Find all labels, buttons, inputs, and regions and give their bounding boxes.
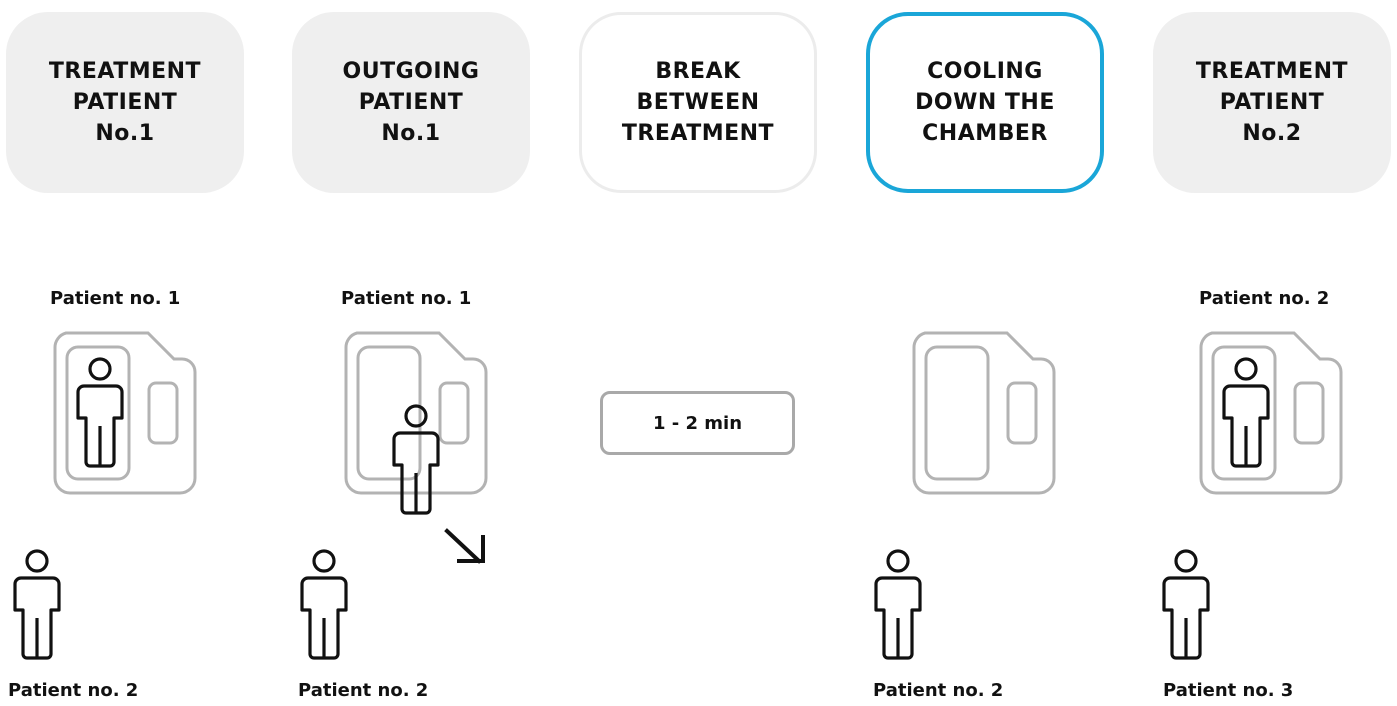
person-icon bbox=[76, 357, 124, 468]
cryo-chamber-icon bbox=[53, 331, 197, 495]
break-duration-box: 1 - 2 min bbox=[600, 391, 795, 455]
stage-treatment-patient-2: TREATMENT PATIENT No.2 bbox=[1153, 12, 1391, 193]
chamber-patient-label: Patient no. 2 bbox=[1199, 288, 1330, 309]
cryo-chamber-icon bbox=[1199, 331, 1343, 495]
stage-label: COOLING DOWN THE CHAMBER bbox=[915, 59, 1055, 146]
stage-treatment-patient-1: TREATMENT PATIENT No.1 bbox=[6, 12, 244, 193]
person-icon bbox=[13, 549, 61, 660]
stage-label: TREATMENT PATIENT No.2 bbox=[1195, 59, 1349, 146]
cryo-chamber-icon bbox=[912, 331, 1056, 495]
person-icon bbox=[874, 549, 922, 660]
person-icon bbox=[1222, 357, 1270, 468]
stage-outgoing-patient-1: OUTGOING PATIENT No.1 bbox=[292, 12, 530, 193]
waiting-patient-label: Patient no. 2 bbox=[873, 680, 1004, 701]
person-icon bbox=[392, 404, 440, 515]
break-duration-text: 1 - 2 min bbox=[652, 412, 743, 434]
chamber-patient-label: Patient no. 1 bbox=[341, 288, 472, 309]
stage-label: TREATMENT PATIENT No.1 bbox=[48, 59, 202, 146]
chamber-patient-label: Patient no. 1 bbox=[50, 288, 181, 309]
stage-break-between-treatment: BREAK BETWEEN TREATMENT bbox=[579, 12, 817, 193]
waiting-patient-label: Patient no. 3 bbox=[1163, 680, 1294, 701]
cryo-chamber-icon bbox=[344, 331, 488, 495]
person-icon bbox=[300, 549, 348, 660]
stage-label: OUTGOING PATIENT No.1 bbox=[342, 59, 480, 146]
stage-cooling-down-chamber: COOLING DOWN THE CHAMBER bbox=[866, 12, 1104, 193]
stage-label: BREAK BETWEEN TREATMENT bbox=[621, 59, 775, 146]
waiting-patient-label: Patient no. 2 bbox=[8, 680, 139, 701]
person-icon bbox=[1162, 549, 1210, 660]
waiting-patient-label: Patient no. 2 bbox=[298, 680, 429, 701]
exit-arrow-icon bbox=[444, 528, 485, 564]
